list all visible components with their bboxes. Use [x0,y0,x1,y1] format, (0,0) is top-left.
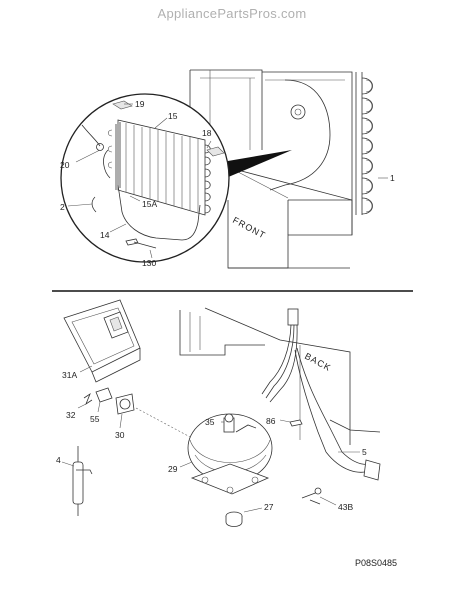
screw-86 [289,419,303,427]
terminal-20-cap [96,143,104,151]
grommet-27 [225,511,243,527]
evaporator-coil [107,119,211,216]
callout-86: 86 [266,416,276,426]
assembly-dashline [135,407,193,439]
callout-18: 18 [202,128,212,138]
callout-29: 29 [168,464,178,474]
external-condenser-coil [355,72,373,215]
cabinet-outline [189,69,353,269]
wire-to-terminal [81,124,101,147]
clip-43B [301,487,322,505]
front-label: FRONT [231,215,267,241]
bottom-assembly: BACK 5 86 [56,299,381,527]
terminal-20 [103,149,111,179]
callout-4: 4 [56,455,61,465]
callout-27: 27 [264,502,274,512]
callout-32: 32 [66,410,76,420]
callout-15: 15 [168,111,178,121]
callout-43B: 43B [338,502,353,512]
callout-31A: 31A [62,370,77,380]
filter-drier-4 [72,446,93,516]
detail-pointer [222,150,292,178]
back-label: BACK [303,351,333,373]
wire-32 [83,392,93,406]
callout-5: 5 [362,447,367,457]
drain-wire-14 [117,184,201,241]
clip-2 [91,196,97,213]
relay-55 [95,387,113,403]
callout-20: 20 [60,160,70,170]
foam-pad-18 [206,146,225,157]
callout-130: 130 [142,258,156,268]
callout-30: 30 [115,430,125,440]
callout-15A: 15A [142,199,157,209]
top-assembly: FRONT 1 [60,69,395,269]
callout-19: 19 [135,99,145,109]
callout-35: 35 [205,417,215,427]
watermark-site-name: AppliancePartsPros.com [157,6,307,21]
callout-55: 55 [90,414,100,424]
callout-1: 1 [390,173,395,183]
figure-code: P08S0485 [355,558,397,568]
foam-pad-19 [112,100,133,110]
callout-2: 2 [60,202,65,212]
overload-30 [115,393,135,415]
compressor-29 [187,413,273,495]
callout-14: 14 [100,230,110,240]
relay-cover-31A [63,299,141,383]
power-cord-5 [325,451,381,481]
wiring-harness [261,308,343,453]
